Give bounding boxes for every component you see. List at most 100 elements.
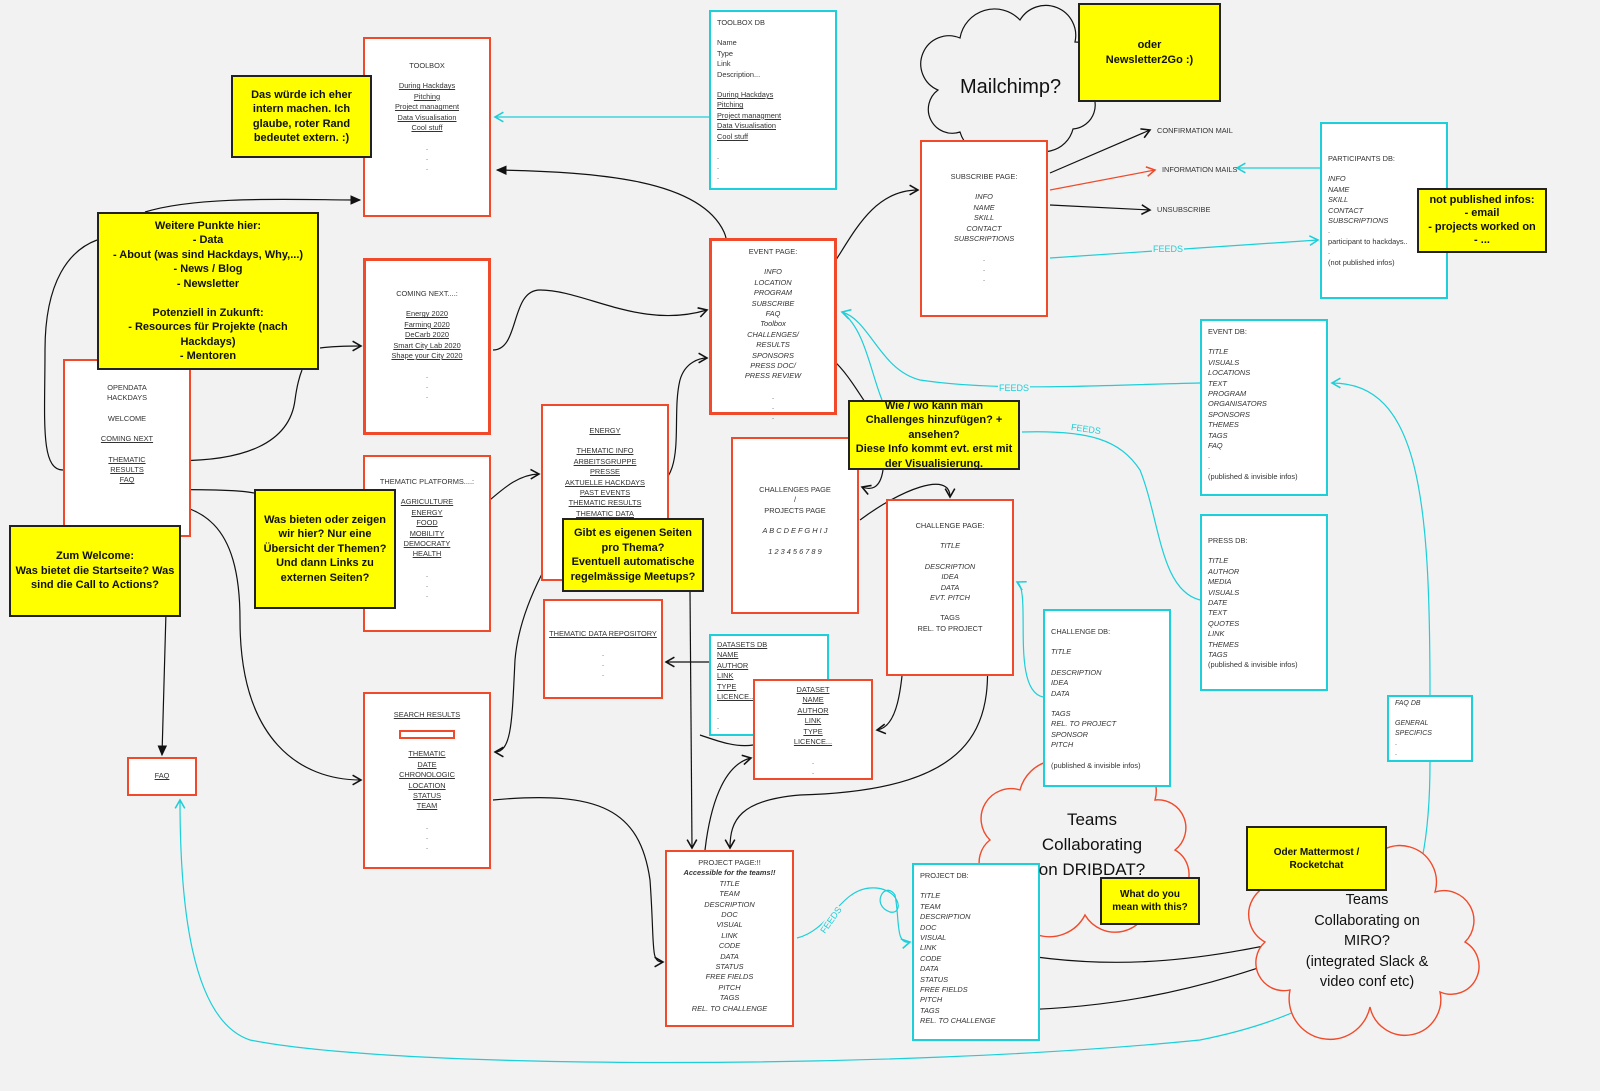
box-line[interactable]: LINK: [804, 716, 822, 726]
box-line[interactable]: LOCATION: [408, 780, 446, 790]
box-line[interactable]: FAQ: [154, 771, 170, 780]
box-line: SKILL: [973, 213, 995, 223]
box-line[interactable]: COMING NEXT: [100, 434, 154, 444]
box-line: PROJECT DB:: [920, 871, 969, 880]
box-line: 1 2 3 4 5 6 7 8 9: [768, 546, 822, 556]
box-line[interactable]: SEARCH RESULTS: [393, 710, 461, 719]
box-line[interactable]: PRESSE: [590, 467, 620, 477]
box-line[interactable]: FOOD: [416, 518, 438, 528]
box-line: AUTHOR: [1208, 566, 1240, 576]
box-line[interactable]: STATUS: [412, 791, 442, 801]
box-line[interactable]: Pitching: [717, 100, 744, 110]
ellipsis-dot: .: [771, 401, 775, 411]
box-line[interactable]: Data Visualisation: [397, 112, 457, 122]
search-results-group: ...: [365, 822, 489, 852]
box-line[interactable]: Project managment: [394, 102, 460, 112]
box-line: TITLE: [1208, 556, 1229, 566]
box-line[interactable]: TEAM: [416, 801, 438, 811]
box-line[interactable]: Farming 2020: [404, 319, 450, 329]
box-line[interactable]: AKTUELLE HACKDAYS: [565, 477, 645, 487]
box-line: TAGS: [1208, 430, 1228, 440]
box-line[interactable]: DEMOCRATY: [403, 539, 451, 549]
box-line[interactable]: Smart City Lab 2020: [393, 340, 461, 350]
project-page[interactable]: PROJECT PAGE:!!Accessible for the teams!…: [665, 850, 794, 1027]
challenge-page-group: CHALLENGE PAGE:: [888, 521, 1012, 531]
box-line: THEMES: [1208, 639, 1239, 649]
box-line[interactable]: NAME: [802, 695, 824, 705]
box-line[interactable]: DATASETS DB: [717, 640, 768, 649]
box-line[interactable]: Pitching: [413, 91, 441, 101]
box-line[interactable]: DATASET: [796, 685, 830, 694]
box-line[interactable]: FAQ: [119, 475, 135, 485]
faq-group: FAQ: [129, 771, 195, 781]
box-line[interactable]: THEMATIC RESULTS: [568, 498, 642, 508]
box-line[interactable]: AUTHOR: [797, 705, 829, 715]
box-line[interactable]: AGRICULTURE: [400, 497, 454, 507]
box-line[interactable]: Project managment: [717, 110, 782, 120]
box-line: TOOLBOX: [409, 61, 445, 70]
box-line[interactable]: Energy 2020: [406, 309, 448, 319]
note-was-bieten: Was bieten oder zeigen wir hier? Nur ein…: [254, 489, 396, 609]
box-line: COMING NEXT....:: [396, 289, 458, 298]
box-line[interactable]: RESULTS: [110, 465, 144, 475]
box-line[interactable]: ENERGY: [589, 426, 621, 435]
box-line[interactable]: THEMATIC: [408, 749, 446, 759]
box-line[interactable]: PAST EVENTS: [579, 488, 631, 498]
box-line[interactable]: ARBEITSGRUPPE: [573, 456, 637, 466]
thematic-data-repository[interactable]: THEMATIC DATA REPOSITORY...: [543, 599, 663, 699]
box-line: VISUALS: [1208, 587, 1240, 597]
box-line[interactable]: During Hackdays: [398, 81, 456, 91]
box-line[interactable]: HEALTH: [412, 549, 442, 559]
box-line: PRESS DB:: [1208, 536, 1248, 545]
box-line[interactable]: TYPE: [717, 681, 737, 691]
box-line[interactable]: TYPE: [803, 726, 823, 736]
box-line[interactable]: THEMATIC DATA: [576, 508, 634, 518]
box-line: PROJECT PAGE:!!: [698, 858, 761, 867]
box-line: Toolbox: [760, 319, 786, 329]
box-line: THEMATIC PLATFORMS....:: [379, 477, 475, 486]
box-line[interactable]: During Hackdays: [717, 90, 774, 100]
faq-page[interactable]: FAQ: [127, 757, 197, 796]
ellipsis-dot: .: [811, 757, 815, 767]
box-line: TAGS: [1208, 650, 1228, 660]
box-line[interactable]: LICENCE...: [717, 692, 756, 702]
box-line[interactable]: THEMATIC INFO: [576, 446, 634, 456]
box-line[interactable]: Cool stuff: [717, 131, 749, 141]
box-line[interactable]: Cool stuff: [411, 123, 443, 133]
connector-note-toolbox: [144, 195, 362, 213]
box-line[interactable]: AUTHOR: [717, 660, 749, 670]
box-line[interactable]: LINK: [717, 671, 734, 681]
box-line: INFO: [1328, 174, 1346, 184]
box-line[interactable]: THEMATIC: [108, 454, 146, 464]
box-line[interactable]: ENERGY: [411, 507, 443, 517]
box-line[interactable]: MOBILITY: [409, 528, 445, 538]
box-line[interactable]: Data Visualisation: [717, 121, 777, 131]
box-line[interactable]: THEMATIC DATA REPOSITORY: [549, 629, 657, 638]
box-line: TAGS: [940, 613, 960, 623]
search-input[interactable]: [399, 730, 455, 740]
box-line[interactable]: DATE: [417, 759, 437, 769]
box-line[interactable]: Shape your City 2020: [391, 351, 463, 361]
box-line[interactable]: CHRONOLOGIC: [399, 770, 455, 780]
box-line: LOCATIONS: [1208, 368, 1251, 378]
box-line[interactable]: DeCarb 2020: [405, 330, 449, 340]
box-line[interactable]: NAME: [717, 650, 739, 660]
box-line[interactable]: LICENCE...: [793, 737, 833, 747]
